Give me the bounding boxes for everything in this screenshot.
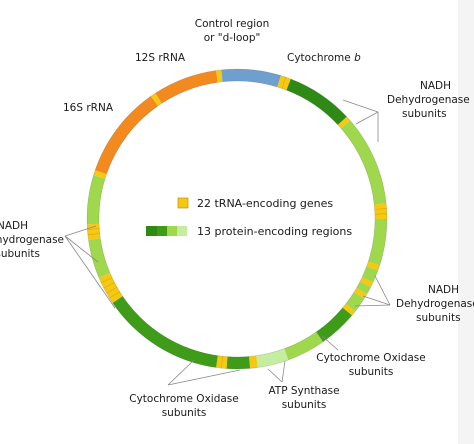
ring-segment-trna-25 [93,170,107,179]
trna-divider-21-2 [106,286,118,294]
label-atp-line2: subunits [282,399,327,411]
legend-protein-swatch-atp [177,226,187,236]
ring-segment-nadh-4 [341,120,387,205]
ring-segment-cox-20 [112,296,218,368]
leader-nadh-l-c [64,235,116,309]
label-nadh-l-line3: subunits [0,248,40,260]
ring-segment-nadh-6 [368,219,388,266]
label-nadh-br-line2: Dehydrogenase [396,298,474,310]
legend-trna-label: 22 tRNA-encoding genes [197,197,333,210]
leader-nadh-l-a [64,225,97,237]
leader-nadh-tr-a [342,99,379,113]
ring-segment-rrna-26 [95,96,158,175]
label-cytochrome-b: Cytochrome b [287,52,361,64]
leader-atp-a [267,368,283,383]
legend-protein-swatch-cytb [146,226,157,236]
ring-segment-nadh-24 [87,175,106,225]
ring-segment-trna-13 [342,303,356,316]
leader-cox-right [321,335,339,351]
legend-protein-label: 13 protein-encoding regions [197,225,352,238]
ring-segment-trna-7 [366,261,380,271]
label-cytochrome-b-name: Cytochrome [287,52,354,64]
leader-lines [64,99,391,386]
ring-segment-trna-3 [337,116,351,129]
trna-divider-21-3 [103,282,115,289]
ring-outer-edge [86,68,388,370]
trna-divider-19-1 [221,356,223,369]
ring-segment-cox-18 [226,356,251,369]
ring-segment-rrna-28 [155,70,218,104]
legend-trna-swatch [177,197,189,209]
label-cox-left-line2: subunits [162,407,207,419]
label-cox-left-line1: Cytochrome Oxidase [129,393,238,405]
label-nadh-l-line1: NADH [0,220,28,232]
label-control-region-line2: or "d-loop" [204,32,261,44]
ring-segment-nadh-8 [362,266,378,283]
label-control-region-line1: Control region [195,18,270,30]
ring-segment-trna-27 [150,93,162,106]
ring-inner-edge [98,80,376,358]
leader-nadh-br-b [362,295,391,306]
label-12s-rrna: 12S rRNA [135,52,186,64]
ring-segment-nadh-22 [88,238,110,278]
trna-divider-21-1 [109,291,120,299]
leader-nadh-br-c [354,304,391,307]
legend-protein-swatch-nadh [167,226,177,236]
ring-segment-nadh-15 [284,332,324,360]
label-16s-rrna: 16S rRNA [63,102,114,114]
ring-segment-trna-17 [249,355,258,369]
trna-divider-23-1 [87,233,100,235]
trna-divider-21-4 [101,277,113,284]
label-nadh-tr-line3: subunits [402,108,447,120]
ring-segment-atp-16 [256,348,289,368]
leader-atp-b [281,360,286,383]
ring-segment-trna-23 [87,223,101,240]
leader-cox-left-a [167,359,195,386]
label-nadh-tr-line1: NADH [420,80,451,92]
leader-cox-left-b [167,369,241,386]
ring-segment-trna-29 [216,69,223,83]
legend-protein-swatch-cox [157,226,167,236]
ring-segment-control-0 [237,69,281,88]
ring-segment-nadh-10 [356,281,371,294]
label-cox-right-line1: Cytochrome Oxidase [316,352,425,364]
leader-nadh-l-b [64,235,99,263]
legend: 22 tRNA-encoding genes 13 protein-encodi… [146,197,352,238]
leader-nadh-br-a [374,275,391,306]
leader-nadh-tr-b [355,111,379,125]
label-nadh-tr-line2: Dehydrogenase [387,94,470,106]
trna-divider-5-1 [374,208,387,210]
ring-segment-trna-9 [359,277,373,288]
label-nadh-br-line3: subunits [416,312,461,324]
ring-segment-trna-21 [98,272,123,303]
ring-segment-control-30 [221,69,237,82]
trna-divider-1-1 [281,77,287,89]
ring-segment-nadh-12 [345,292,365,312]
genome-ring [86,68,388,370]
label-cytochrome-b-letter: b [354,52,361,64]
ring-segment-trna-5 [374,203,387,219]
label-cox-right-line2: subunits [349,366,394,378]
trna-divider-23-2 [87,228,100,230]
label-nadh-l-line2: Dehydrogenase [0,234,64,246]
ring-segment-cox-14 [316,307,352,342]
label-nadh-br-line1: NADH [428,284,459,296]
ring-segment-cytb-2 [286,78,347,125]
label-atp-line1: ATP Synthase [268,385,339,397]
